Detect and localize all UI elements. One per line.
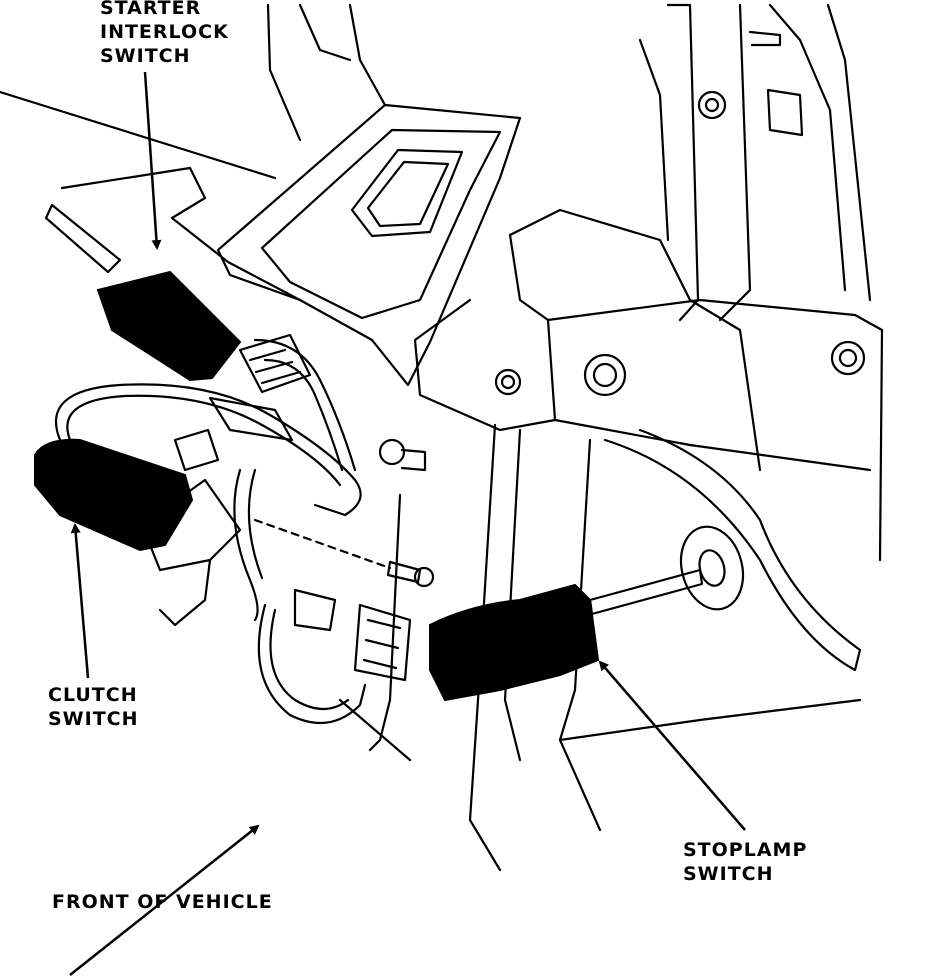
starter-interlock-label-line-2: INTERLOCK (100, 21, 229, 43)
right-frame-c (768, 3, 847, 292)
center-brace-window-inner (366, 160, 450, 228)
clutch-pedal-arm (368, 493, 402, 752)
support-column-lip (298, 3, 352, 62)
stoplamp-switch-label-line-2: SWITCH (683, 863, 774, 885)
center-brace-inner (260, 128, 502, 320)
stoplamp-switch-body (429, 583, 600, 702)
harness-drop (257, 603, 367, 725)
front-of-vehicle-arrow (69, 824, 260, 976)
pedal-arm-inner (503, 428, 522, 762)
connector-middle (208, 396, 294, 442)
stud (400, 448, 427, 472)
fastener-leader (253, 518, 392, 570)
bolt-2 (583, 353, 627, 397)
right-frame-b (718, 3, 752, 322)
clutch-switch-label: CLUTCH SWITCH (48, 683, 139, 731)
support-column-right (348, 3, 387, 107)
bolt-1 (494, 368, 522, 396)
connector-lower (353, 603, 412, 682)
front-of-vehicle-label-text: FRONT OF VEHICLE (52, 891, 273, 913)
clutch-leader-arrow (70, 523, 90, 679)
lower-panel-line (338, 698, 412, 762)
starter-interlock-leader-arrow (143, 71, 162, 250)
right-frame-d (826, 3, 872, 302)
harness-lower (233, 468, 259, 622)
harness-loop (54, 383, 362, 517)
stoplamp-switch-label-line-1: STOPLAMP (683, 839, 808, 861)
stoplamp-plunger (588, 568, 704, 616)
pedal-box-top (508, 208, 692, 302)
lower-right-edge (558, 698, 862, 742)
starter-interlock-label-line-3: SWITCH (100, 45, 191, 67)
pedal-box-right (546, 298, 884, 562)
brake-pedal-arm-left (468, 423, 502, 872)
starter-interlock-label-line-1: STARTER (100, 0, 202, 19)
front-of-vehicle-label: FRONT OF VEHICLE (52, 890, 273, 914)
pedal-box-lower (553, 418, 872, 472)
right-frame-top (638, 38, 670, 242)
support-column-left (266, 3, 302, 142)
stoplamp-bracket (603, 428, 862, 672)
right-frame-a (666, 3, 700, 322)
right-frame-slot (766, 88, 804, 137)
bolt-4 (697, 90, 727, 120)
dash-panel-edge (0, 90, 277, 180)
left-bracket (60, 166, 302, 302)
connector-upper (238, 333, 312, 394)
clutch-bracket-tail (158, 558, 212, 627)
clutch-switch-body (34, 438, 194, 552)
stoplamp-switch-label: STOPLAMP SWITCH (683, 838, 807, 886)
fastener-screw (386, 560, 422, 584)
center-brace-outer (216, 103, 522, 387)
bolt-3 (830, 340, 866, 376)
clutch-switch-label-line-1: CLUTCH (48, 684, 138, 706)
pedal-box-front (413, 233, 557, 432)
right-frame-notch (748, 30, 782, 47)
starter-interlock-label: STARTER INTERLOCK SWITCH (100, 0, 229, 68)
stoplamp-nut (679, 525, 745, 611)
harness-top (253, 338, 357, 472)
pedal-box-flange (688, 298, 762, 472)
stoplamp-leader-arrow (598, 660, 746, 831)
connector-tab (293, 588, 337, 632)
starter-interlock-switch-body (96, 270, 242, 382)
clutch-switch-label-line-2: SWITCH (48, 708, 139, 730)
connector-clip (173, 428, 220, 472)
left-bracket-arm (44, 203, 122, 274)
brake-pedal-arm-right (558, 438, 602, 832)
center-brace-window (350, 148, 464, 238)
bolt-5 (378, 438, 406, 466)
